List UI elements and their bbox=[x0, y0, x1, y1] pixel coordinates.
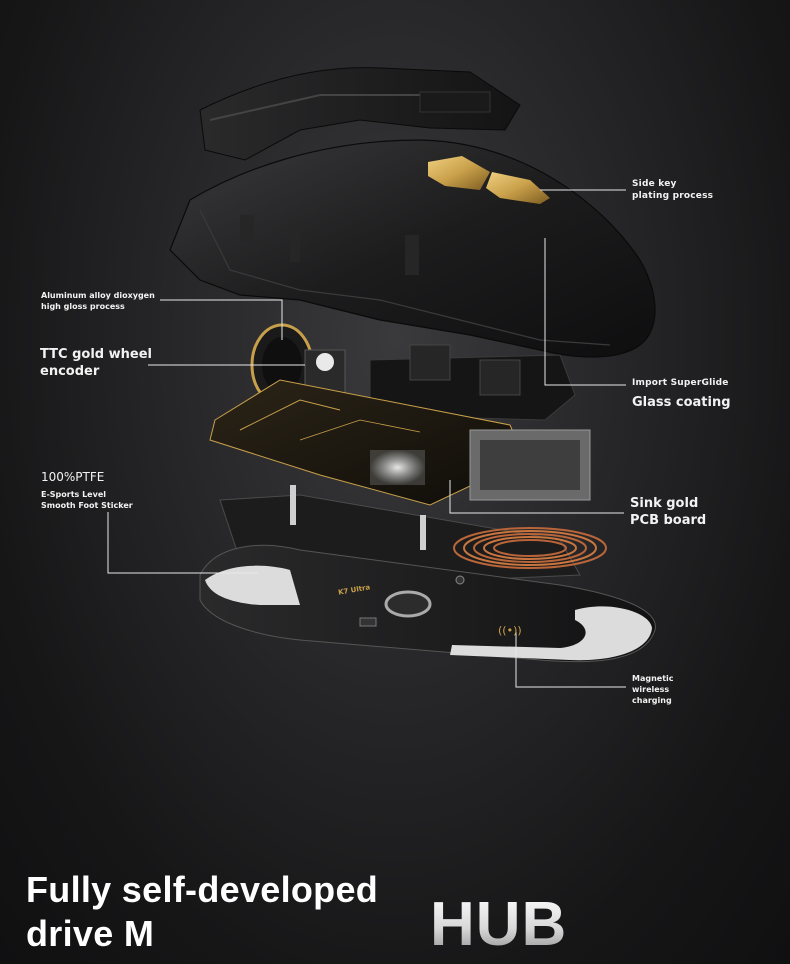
top-button-shell bbox=[199, 67, 521, 161]
hub-text: HUB bbox=[430, 890, 568, 959]
label-magnetic-charging: Magnetic wireless charging bbox=[632, 674, 674, 705]
label-pcb: Sink gold PCB board bbox=[630, 496, 707, 528]
switch-plate bbox=[369, 344, 576, 421]
wireless-icon: ((•)) bbox=[498, 624, 522, 637]
gold-side-keys bbox=[428, 156, 550, 204]
charging-coil bbox=[453, 527, 607, 569]
headline: Fully self-developed drive M bbox=[26, 868, 378, 956]
label-ptfe: 100%PTFE E-Sports Level Smooth Foot Stic… bbox=[41, 470, 133, 510]
headline-line-1: Fully self-developed bbox=[26, 869, 379, 910]
main-shell bbox=[169, 139, 656, 358]
label-side-key: Side key plating process bbox=[632, 179, 714, 201]
label-ttc-encoder: TTC gold wheel encoder bbox=[40, 347, 152, 379]
label-aluminum: Aluminum alloy dioxygen high gloss proce… bbox=[41, 291, 155, 311]
pcb-board bbox=[209, 379, 591, 506]
label-superglide: Import SuperGlide Glass coating bbox=[632, 378, 731, 410]
headline-line-2: drive M bbox=[26, 913, 155, 954]
leader-lines bbox=[107, 189, 626, 688]
base-plate bbox=[199, 544, 656, 663]
